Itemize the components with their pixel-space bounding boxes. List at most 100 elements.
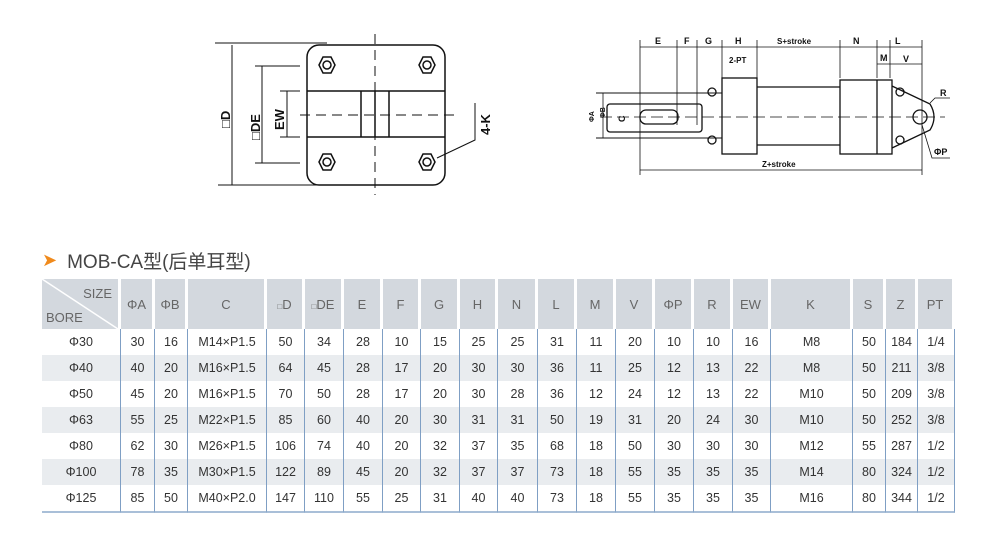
table-cell: 31 [460,407,498,433]
table-cell: 18 [577,433,616,459]
table-cell: 35 [733,459,771,485]
table-cell: 20 [616,329,655,355]
side-view-drawing [596,40,950,175]
table-cell: 16 [155,329,188,355]
table-cell: 36 [538,355,577,381]
table-cell: 31 [498,407,538,433]
table-cell: M14 [771,459,853,485]
table-cell: 324 [886,459,918,485]
column-header-label: V [629,296,639,312]
bolt-icon [418,153,436,171]
table-cell: 45 [121,381,155,407]
table-cell: 20 [655,407,694,433]
table-cell: 37 [460,433,498,459]
table-cell: M16×P1.5 [188,355,267,381]
column-header-label: R [707,296,717,312]
table-cell: 30 [498,355,538,381]
table-cell: 13 [694,381,733,407]
table-cell: 209 [886,381,918,407]
table-cell: 68 [538,433,577,459]
table-cell: 64 [267,355,305,381]
table-cell: 30 [155,433,188,459]
column-header: S [853,279,886,329]
table-cell: 30 [733,433,771,459]
column-header-label: EW [740,296,761,312]
table-cell: 78 [121,459,155,485]
table-cell: 12 [655,355,694,381]
table-cell: 287 [886,433,918,459]
table-cell: 30 [694,433,733,459]
table-cell: 106 [267,433,305,459]
table-cell: 40 [344,407,383,433]
column-header-label: DE [316,296,335,312]
column-header-label: Z [896,296,905,312]
column-header-label: S [863,296,873,312]
table-cell: M16 [771,485,853,513]
table-cell: 17 [383,355,421,381]
table-cell: M12 [771,433,853,459]
table-cell: 50 [853,329,886,355]
table-cell: 80 [853,485,886,513]
dim-l-label: L [895,36,901,46]
table-cell: 37 [498,459,538,485]
bore-cell: Φ50 [42,381,121,407]
table-cell: 20 [383,407,421,433]
table-cell: 35 [655,485,694,513]
dim-v-label: V [903,54,909,64]
column-header: ΦB [155,279,188,329]
table-cell: 40 [460,485,498,513]
dim-c-label: C [617,115,627,122]
dim-s-label: S+stroke [777,37,812,46]
table-cell: M8 [771,329,853,355]
table-cell: 1/2 [918,485,955,513]
table-cell: M8 [771,355,853,381]
front-view-drawing [215,34,476,195]
column-header-label: N [511,296,522,312]
corner-header: SIZE BORE [42,279,121,329]
table-cell: 10 [694,329,733,355]
table-cell: 35 [694,485,733,513]
table-cell: M40×P2.0 [188,485,267,513]
table-cell: 45 [305,355,344,381]
bore-cell: Φ40 [42,355,121,381]
table-cell: 31 [538,329,577,355]
dim-m-label: M [880,53,888,63]
table-cell: 40 [121,355,155,381]
table-cell: 24 [616,381,655,407]
table-cell: 30 [655,433,694,459]
table-cell: 55 [616,459,655,485]
table-cell: 15 [421,329,460,355]
column-header-label: D [282,296,292,312]
table-cell: 35 [733,485,771,513]
column-header-label: PT [926,296,944,312]
bore-cell: Φ100 [42,459,121,485]
table-cell: 32 [421,459,460,485]
table-cell: 31 [616,407,655,433]
table-cell: 50 [616,433,655,459]
table-cell: 11 [577,355,616,381]
table-cell: 73 [538,485,577,513]
table-cell: 17 [383,381,421,407]
table-cell: 85 [121,485,155,513]
table-cell: 12 [655,381,694,407]
column-header: E [344,279,383,329]
table-cell: M10 [771,407,853,433]
bore-cell: Φ80 [42,433,121,459]
column-header: C [188,279,267,329]
dim-z-label: Z+stroke [762,160,796,169]
table-cell: 20 [155,355,188,381]
table-cell: 35 [498,433,538,459]
dim-ew-label: EW [272,108,287,130]
table-cell: 32 [421,433,460,459]
table-cell: 80 [853,459,886,485]
table-cell: 50 [155,485,188,513]
table-cell: 50 [305,381,344,407]
table-cell: 30 [121,329,155,355]
table-cell: 30 [460,381,498,407]
table-cell: M26×P1.5 [188,433,267,459]
table-cell: 50 [853,407,886,433]
